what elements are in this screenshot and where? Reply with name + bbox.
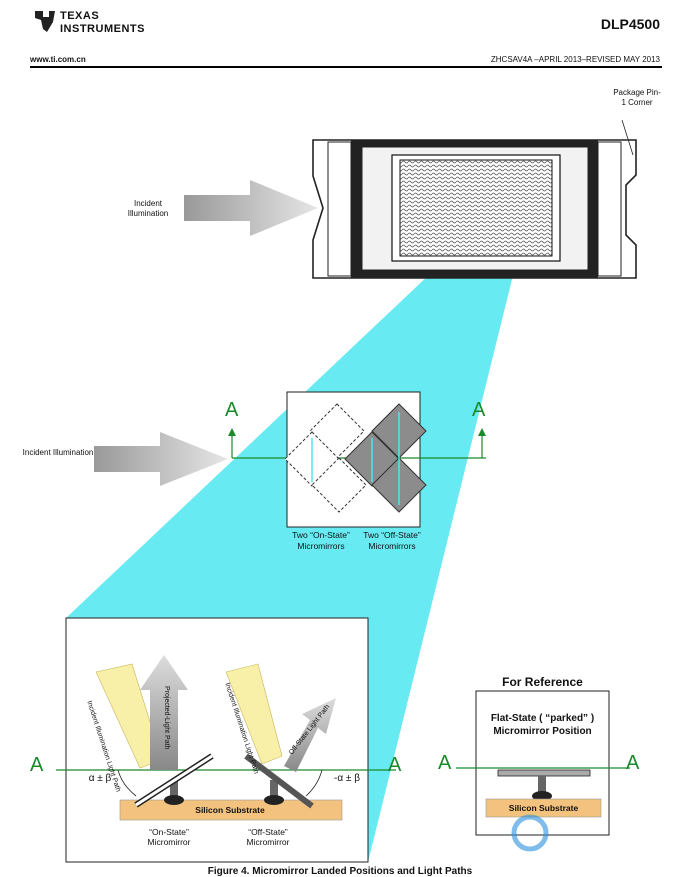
watermark-ring-icon	[511, 814, 549, 852]
incident-arrow-mid	[94, 432, 228, 486]
dmd-package	[312, 119, 637, 279]
on-state-pair-label: Two “On-State” Micromirrors	[292, 530, 350, 551]
axis-a-right-reference: A	[626, 752, 640, 774]
incident-label-top: Incident Illumination	[127, 199, 169, 218]
figure-caption: Figure 4. Micromirror Landed Positions a…	[207, 866, 473, 877]
substrate-label: Silicon Substrate	[195, 805, 265, 815]
package-pin-label: Package Pin-1 Corner	[613, 88, 661, 107]
incident-arrow-top	[184, 180, 318, 236]
beam-label-projected: Projected-Light Path	[163, 686, 170, 750]
reference-description: Flat-State ( “parked” ) Micromirror Posi…	[490, 713, 595, 737]
off-state-pair-label: Two “Off-State” Micromirrors	[363, 530, 421, 551]
on-state-label: “On-State” Micromirror	[147, 827, 191, 847]
brand-name-line1: TEXAS	[60, 10, 100, 22]
site-url: www.ti.com.cn	[30, 55, 86, 64]
brand-name-line2: INSTRUMENTS	[60, 23, 145, 35]
document-number: ZHCSAV4A –APRIL 2013–REVISED MAY 2013	[490, 55, 660, 64]
micromirror-detail	[228, 391, 486, 528]
axis-a-left-mid: A	[225, 399, 239, 421]
angle-right-label: -α ± β	[334, 773, 360, 784]
reference-box	[456, 690, 630, 836]
reference-substrate-label: Silicon Substrate	[508, 803, 579, 813]
document-title: DLP4500	[600, 16, 660, 32]
axis-a-left-bottom: A	[30, 754, 44, 776]
angle-left-label: α ± β	[88, 773, 112, 784]
axis-a-left-reference: A	[438, 752, 452, 774]
off-state-label: “Off-State” Micromirror	[246, 827, 290, 847]
incident-label-mid: Incident Illumination	[22, 448, 94, 457]
ti-logo-icon	[35, 11, 55, 32]
axis-a-right-bottom: A	[388, 754, 402, 776]
side-view-box	[56, 617, 396, 863]
header-rule	[30, 66, 662, 68]
axis-a-right-mid: A	[472, 399, 486, 421]
reference-title: For Reference	[502, 675, 583, 689]
